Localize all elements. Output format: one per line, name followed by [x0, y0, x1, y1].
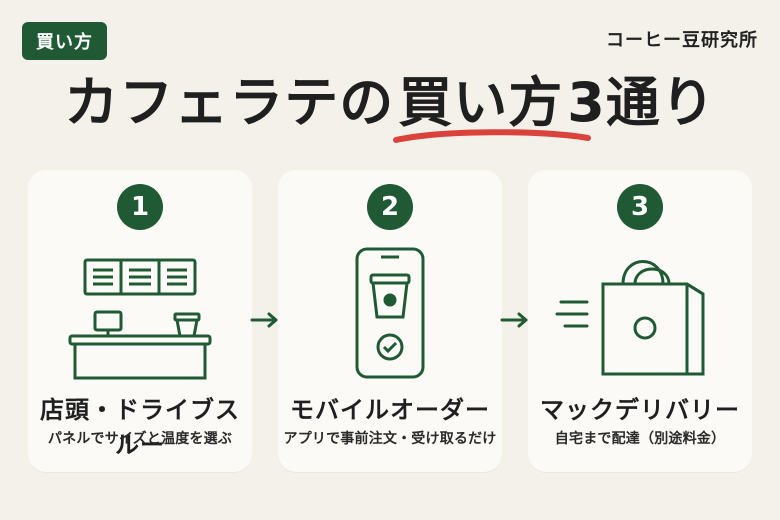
- arrow-right-icon: [250, 312, 278, 328]
- step-number-3: 3: [617, 184, 663, 230]
- red-underline-icon: [393, 129, 592, 143]
- category-badge: 買い方: [22, 22, 107, 60]
- method-title-delivery: マックデリバリー: [540, 396, 740, 424]
- title-part-1: カフェラテの: [64, 71, 395, 134]
- method-title-mobile: モバイルオーダー: [290, 396, 490, 424]
- title-highlight-text: 買い方: [398, 71, 564, 134]
- brand-name: コーヒー豆研究所: [606, 30, 758, 51]
- step-number-1: 1: [117, 184, 163, 230]
- method-subtitle-store: パネルでサイズと温度を選ぶ: [47, 431, 233, 447]
- title-part-2: 3通り: [567, 71, 716, 134]
- method-subtitle-mobile: アプリで事前注文・受け取るだけ: [283, 431, 497, 447]
- method-card-delivery: 3 マックデリバリー 自宅まで配達（別途料金）: [528, 170, 752, 472]
- method-card-mobile: 2 モバイルオーダー アプリで事前注文・受け取るだけ: [278, 170, 502, 472]
- counter-menu-icon: [28, 240, 252, 390]
- step-number-2: 2: [367, 184, 413, 230]
- method-card-store: 1: [28, 170, 252, 472]
- methods-list: 1: [28, 170, 752, 472]
- title-highlight: 買い方: [393, 76, 592, 143]
- smartphone-cup-icon: [278, 240, 502, 390]
- method-title-store: 店頭・ドライブスルー: [40, 396, 240, 459]
- arrow-right-icon: [500, 312, 528, 328]
- method-subtitle-delivery: 自宅まで配達（別途料金）: [554, 431, 726, 447]
- delivery-bag-icon: [528, 240, 752, 390]
